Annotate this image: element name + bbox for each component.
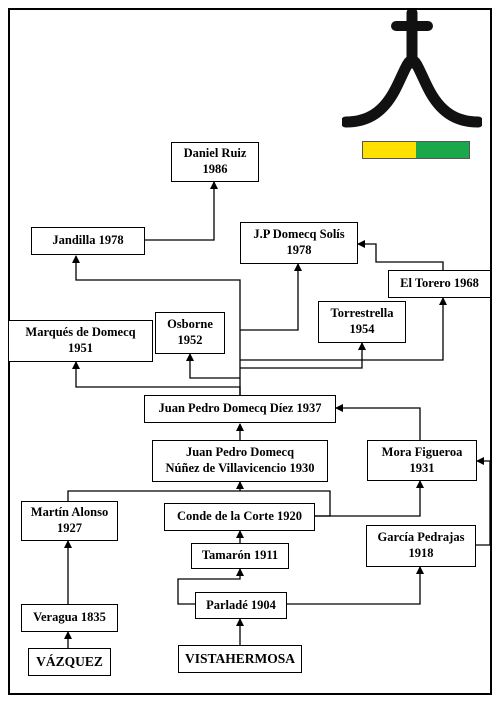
edge-diez-torrestrella — [240, 342, 366, 369]
node-marques-de-domecq: Marqués de Domecq 1951 — [8, 320, 153, 362]
node-conde-de-la-corte: Conde de la Corte 1920 — [164, 503, 315, 531]
edge-diez-jp-solis — [240, 263, 302, 331]
node-vistahermosa: VISTAHERMOSA — [178, 645, 302, 673]
node-jp-domecq-solis: J.P Domecq Solís 1978 — [240, 222, 358, 264]
node-juan-pedro-domecq-nunez: Juan Pedro Domecq Núñez de Villavicencio… — [152, 440, 328, 482]
edge-diez-el-torero — [240, 297, 447, 361]
edge-conde-mora — [315, 480, 424, 517]
node-jandilla: Jandilla 1978 — [31, 227, 145, 255]
edge-diez-osborne — [186, 353, 240, 379]
node-osborne: Osborne 1952 — [155, 312, 225, 354]
node-parlade: Parladé 1904 — [195, 592, 287, 619]
node-mora-figueroa: Mora Figueroa 1931 — [367, 440, 477, 481]
edge-mora-diez — [335, 404, 421, 440]
edge-parlade-garcia-pedrajas — [287, 566, 424, 605]
green-band — [416, 142, 469, 158]
edge-el-torero-jp-solis — [357, 240, 444, 270]
node-el-torero: El Torero 1968 — [388, 270, 491, 298]
node-martin-alonso: Martín Alonso 1927 — [21, 501, 118, 541]
edge-parlade-tamaron — [177, 568, 244, 605]
yellow-band — [363, 142, 416, 158]
node-veragua: Veragua 1835 — [21, 604, 118, 632]
node-vazquez: VÁZQUEZ — [28, 648, 111, 676]
node-tamaron: Tamarón 1911 — [191, 543, 289, 569]
node-juan-pedro-domecq-diez: Juan Pedro Domecq Díez 1937 — [144, 395, 336, 423]
edge-jandilla-daniel-ruiz — [144, 181, 218, 241]
node-garcia-pedrajas: García Pedrajas 1918 — [366, 525, 476, 567]
node-torrestrella: Torrestrella 1954 — [318, 301, 406, 343]
node-daniel-ruiz: Daniel Ruiz 1986 — [171, 142, 259, 182]
brand-colors-bar — [362, 141, 470, 159]
cross-on-arch-brand-icon — [342, 10, 482, 128]
edge-garcia-mora — [476, 457, 491, 546]
edge-diez-jandilla — [72, 255, 241, 395]
